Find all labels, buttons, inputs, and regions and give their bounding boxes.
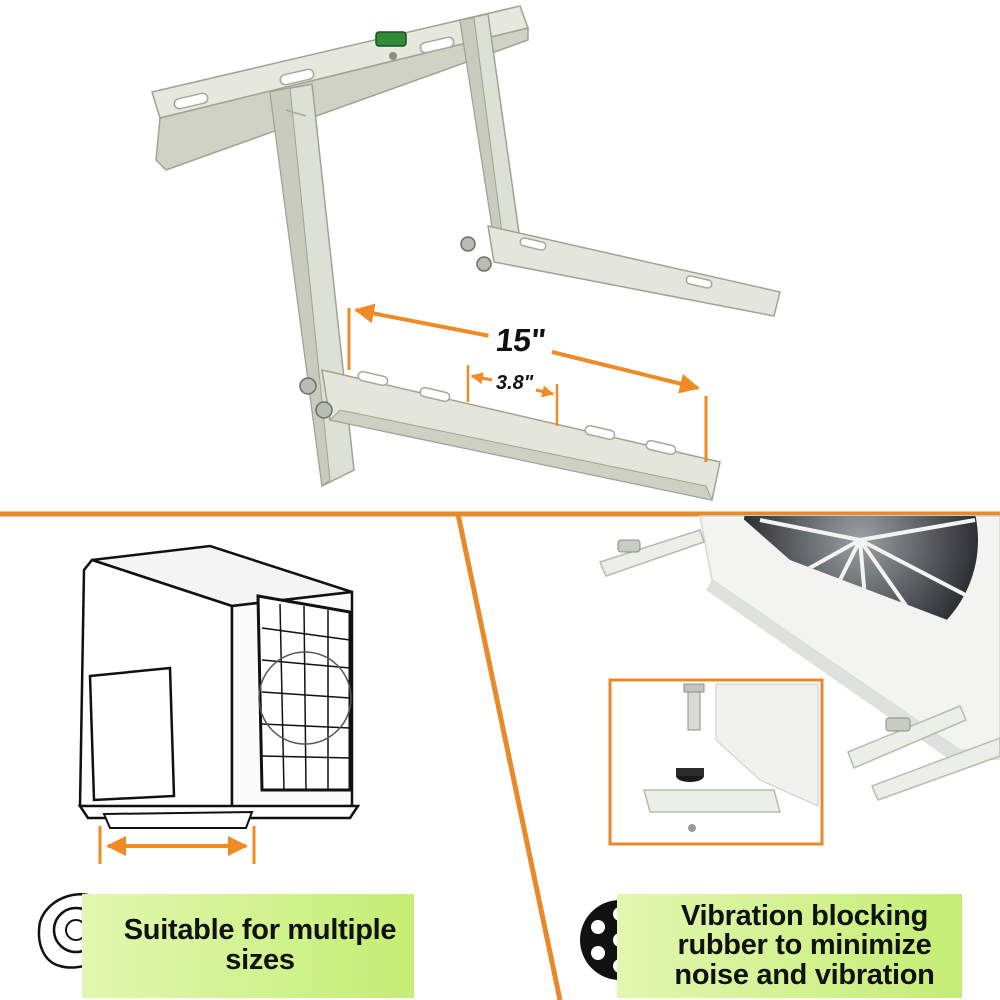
- mounted-ac-photo: [598, 515, 1000, 801]
- section-dividers: [0, 511, 1000, 1000]
- feature-banner-sizes: Suitable for multiple sizes: [82, 894, 414, 998]
- feature-text-vibration: Vibration blocking rubber to minimize no…: [674, 899, 935, 991]
- dimension-lines: [347, 303, 708, 462]
- feature-text-sizes: Suitable for multiple sizes: [123, 914, 397, 976]
- rubber-pad-detail-inset: [608, 678, 824, 846]
- ac-unit-sketch: [77, 544, 361, 829]
- width-dimension-label: 15": [486, 322, 556, 359]
- feature-banner-vibration: Vibration blocking rubber to minimize no…: [617, 894, 962, 998]
- bubble-level-icon: [375, 31, 407, 47]
- slot-spacing-label: 3.8": [496, 372, 534, 394]
- wall-bracket: [151, 5, 781, 501]
- size-arrow: [98, 826, 256, 864]
